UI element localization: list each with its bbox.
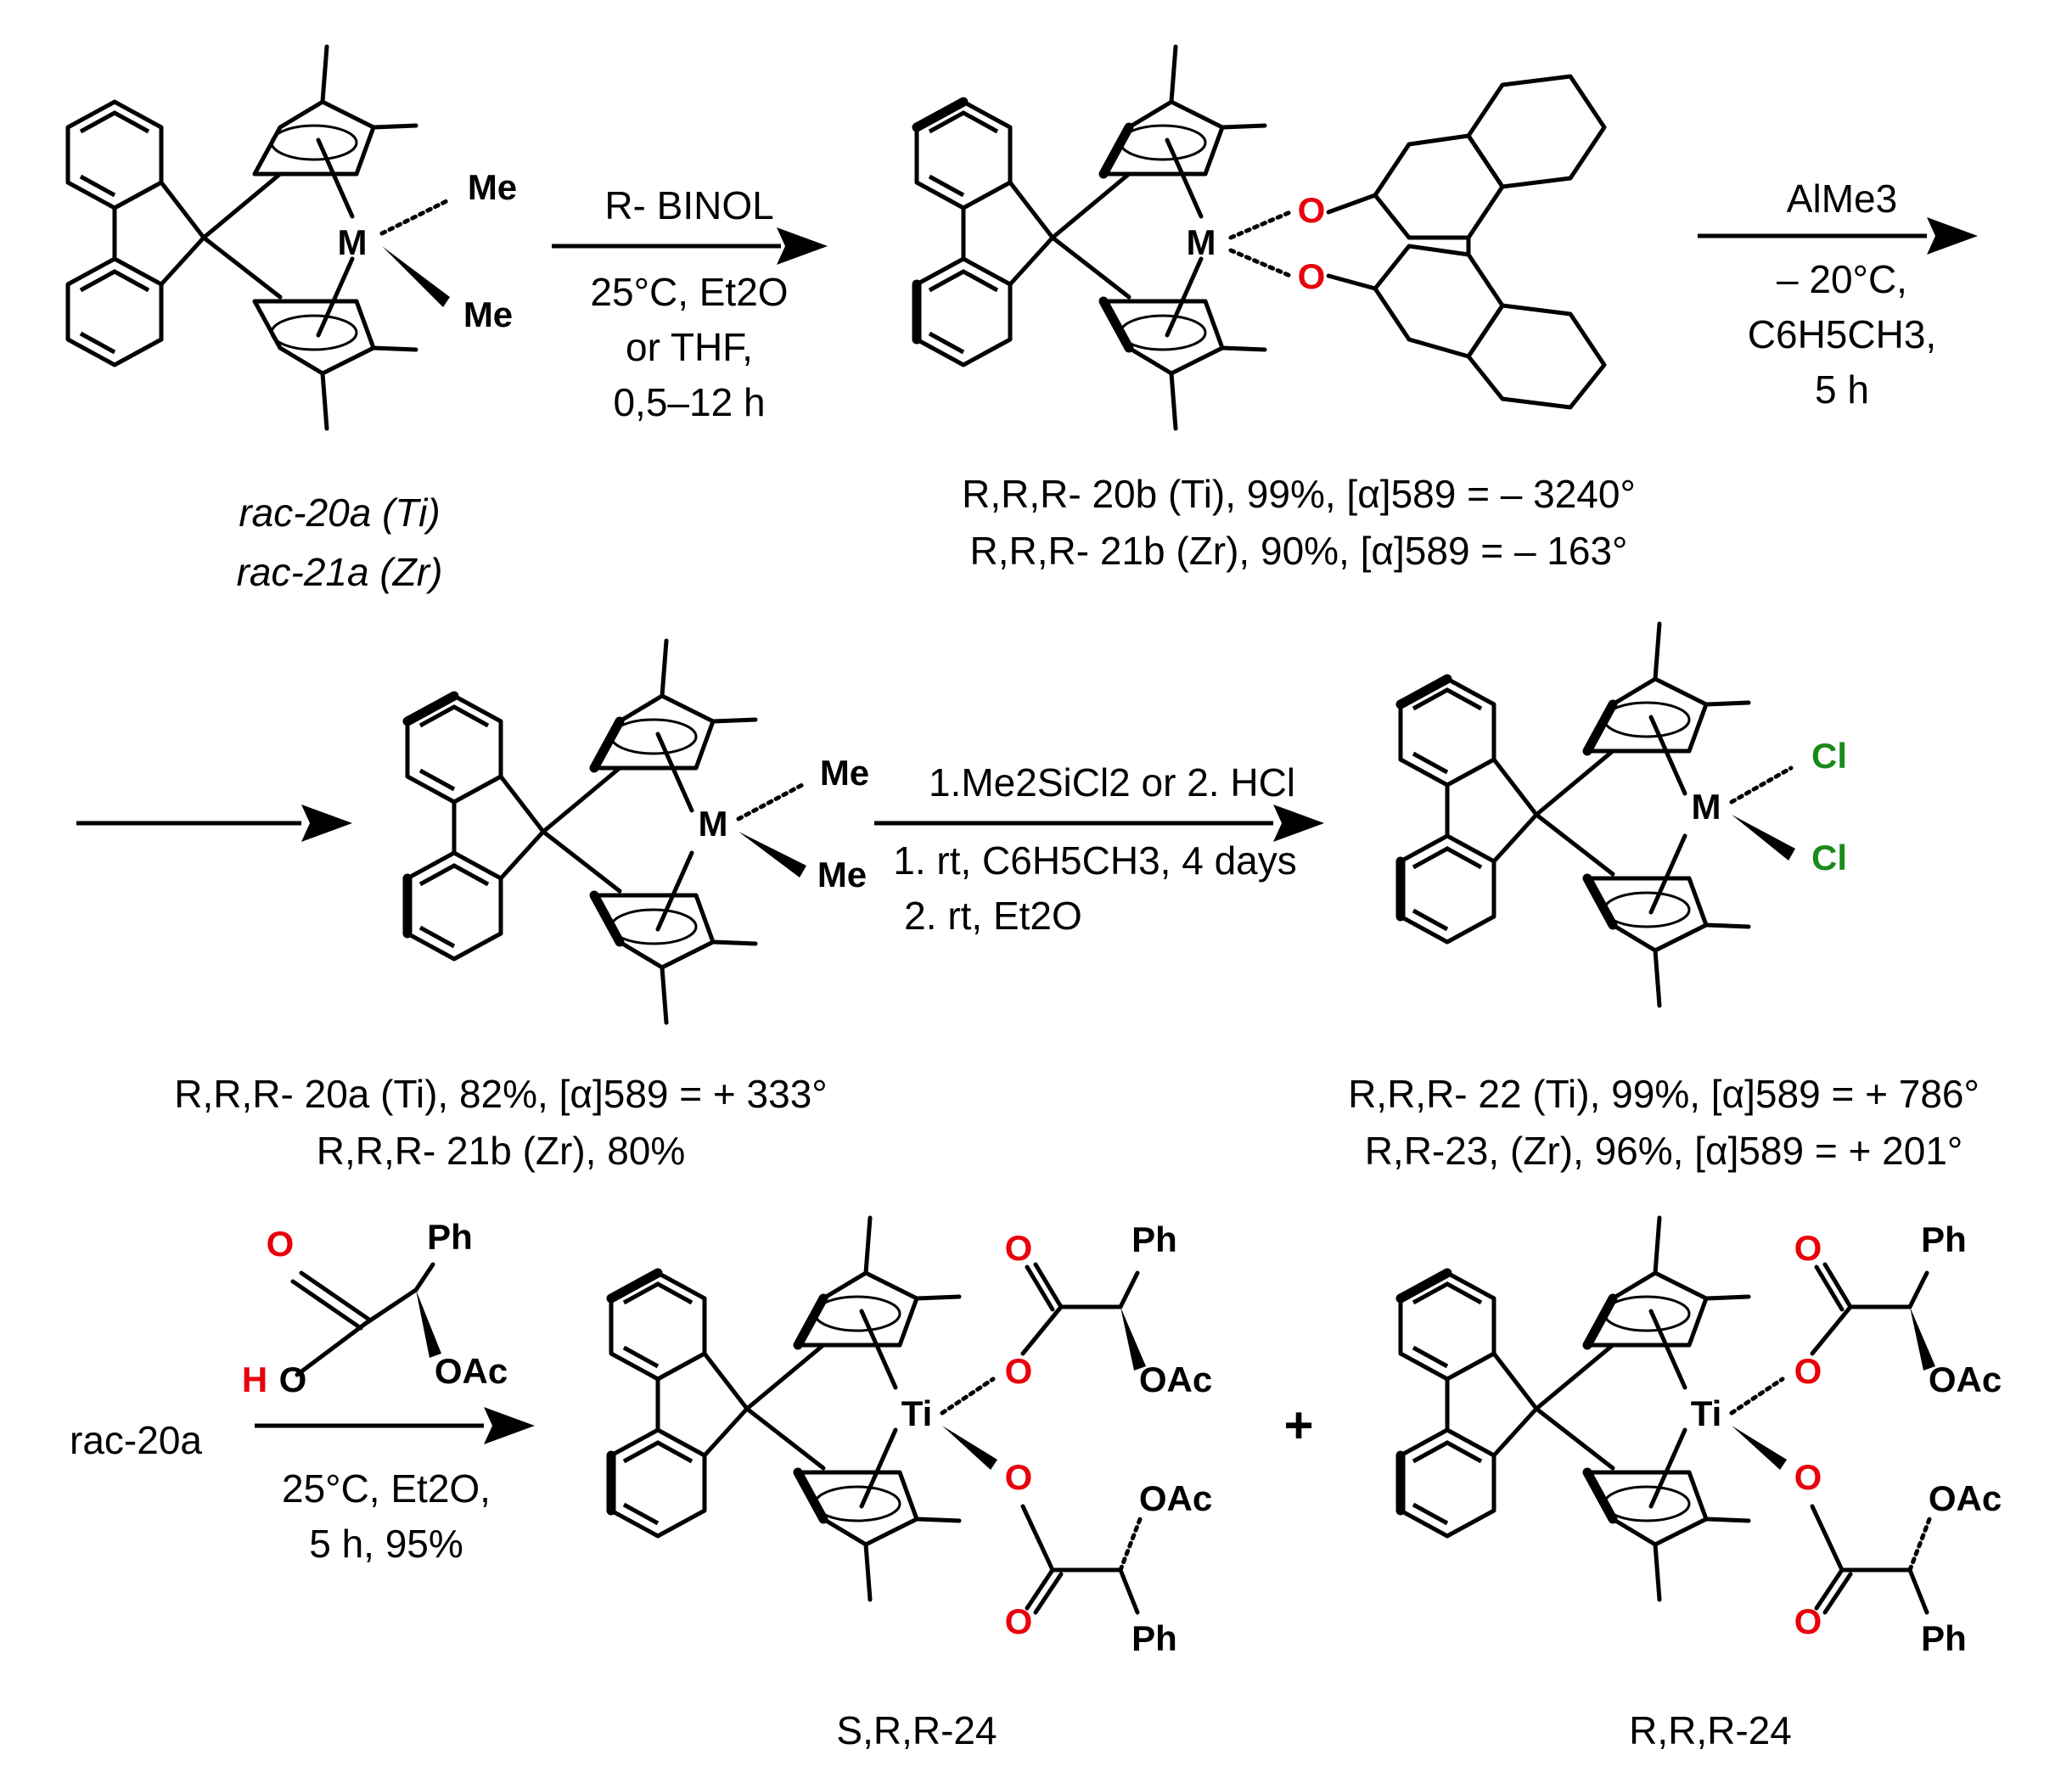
product-S-R-R-24-label: S,R,R-24 (836, 1708, 997, 1752)
chlorine-bottom: Cl (1811, 838, 1847, 877)
reactant-rac-20a: rac-20a (70, 1418, 202, 1462)
step1-reagent: R- BINOL (604, 183, 773, 227)
carbonyl-oxygen-bottom: O (1005, 1601, 1033, 1641)
methyl-bottom: Me (463, 294, 513, 334)
hashed-bond (940, 1376, 996, 1416)
step3-reagents: 1.Me2SiCl2 or 2. HCl (929, 760, 1295, 805)
ester-oxygen-top: O (1794, 1351, 1822, 1391)
methyl-bottom: Me (817, 855, 867, 894)
carbonyl-oxygen-top: O (1794, 1228, 1822, 1268)
wedge-bond (1120, 1307, 1146, 1371)
reaction-arrow-3 (874, 805, 1324, 842)
acid-carbonyl-oxygen: O (267, 1224, 295, 1264)
acid-hydroxyl-h: H (242, 1360, 267, 1399)
product-23-label: R,R-23, (Zr), 96%, [α]589 = + 201° (1365, 1129, 1963, 1173)
product-R-R-R-24-label: R,R,R-24 (1629, 1708, 1792, 1752)
reaction-arrow-continuation (76, 805, 352, 842)
ester-oxygen-bottom: O (1005, 1457, 1033, 1497)
phenyl-top: Ph (1921, 1219, 1967, 1259)
step4-temp-solvent: 25°C, Et2O, (282, 1466, 491, 1511)
phenyl-top: Ph (1131, 1219, 1177, 1259)
acetoxy-top: OAc (1929, 1360, 2002, 1399)
hashed-bond (379, 197, 452, 236)
acid-acetoxy: OAc (435, 1351, 508, 1391)
ester-oxygen-bottom: O (1794, 1457, 1822, 1497)
compound-S-R-R-24: Ti O O O Ph OAc O Ph OAc (611, 1218, 1212, 1658)
ester-oxygen-top: O (1005, 1351, 1033, 1391)
product-20a-label: R,R,R- 20a (Ti), 82%, [α]589 = + 333° (174, 1072, 827, 1116)
methyl-top: Me (820, 753, 869, 793)
step1-time: 0,5–12 h (613, 380, 765, 424)
product-22-label: R,R,R- 22 (Ti), 99%, [α]589 = + 786° (1348, 1072, 1979, 1116)
metal-atom: M (699, 804, 728, 844)
step2-reagent: AlMe3 (1787, 177, 1897, 221)
step1-solvent-alt: or THF, (626, 325, 753, 369)
compound-rac-20a: M Me Me (68, 47, 517, 429)
hashed-bond (1729, 765, 1794, 805)
titanium-atom: Ti (1691, 1393, 1722, 1433)
acid-hydroxyl-o: O (279, 1360, 307, 1399)
wedge-bond (416, 1290, 441, 1358)
reaction-arrow-2 (1698, 217, 1978, 255)
binol-oxygen-bottom: O (1298, 256, 1326, 296)
wedge-bond (1732, 815, 1795, 861)
step4-time-yield: 5 h, 95% (309, 1522, 463, 1566)
reaction-arrow-4 (255, 1407, 535, 1444)
metal-atom: M (338, 222, 368, 262)
metal-atom: M (1692, 787, 1721, 827)
plus-sign: + (1283, 1397, 1313, 1454)
metal-atom: M (1187, 222, 1216, 262)
hashed-bond (1118, 1512, 1144, 1573)
hashed-bond (1228, 248, 1293, 278)
compound-20b: M O O (917, 47, 1607, 429)
hashed-bond (1729, 1376, 1785, 1416)
titanium-atom: Ti (901, 1393, 933, 1433)
compound-20a-chiral: M Me Me (407, 641, 869, 1023)
product-20b-label: R,R,R- 20b (Ti), 99%, [α]589 = – 3240° (962, 472, 1636, 516)
acid-phenyl: Ph (427, 1217, 473, 1257)
step2-solvent: C6H5CH3, (1748, 312, 1936, 356)
compound-R-R-R-24: Ti O O O Ph OAc O Ph OAc (1401, 1218, 2002, 1658)
chlorine-top: Cl (1811, 736, 1847, 776)
acetoxy-top: OAc (1139, 1360, 1212, 1399)
wedge-bond (382, 246, 450, 307)
start-label-zr: rac-21a (Zr) (237, 550, 443, 594)
binol-oxygen-top: O (1298, 190, 1326, 230)
wedge-bond (942, 1426, 997, 1470)
methyl-top: Me (468, 167, 517, 207)
hashed-bond (1228, 210, 1293, 240)
step2-time: 5 h (1815, 367, 1869, 412)
phenyl-bottom: Ph (1131, 1618, 1177, 1658)
hashed-bond (736, 782, 805, 821)
hashed-bond (1907, 1512, 1934, 1573)
compound-22-dichloride: M Cl Cl (1401, 624, 1847, 1006)
step2-temp: – 20°C, (1777, 257, 1907, 301)
carbonyl-oxygen-bottom: O (1794, 1601, 1822, 1641)
start-label-ti: rac-20a (Ti) (239, 491, 440, 535)
product-21b-label-row2: R,R,R- 21b (Zr), 80% (317, 1129, 686, 1173)
reaction-arrow-1 (552, 227, 828, 265)
reagent-acetylmandelic-acid: O H O Ph OAc (242, 1217, 508, 1399)
acetoxy-bottom: OAc (1139, 1478, 1212, 1518)
phenyl-bottom: Ph (1921, 1618, 1967, 1658)
wedge-bond (738, 832, 806, 877)
wedge-bond (1910, 1307, 1935, 1371)
acetoxy-bottom: OAc (1929, 1478, 2002, 1518)
wedge-bond (1732, 1426, 1787, 1470)
step3-condition-2: 2. rt, Et2O (904, 894, 1082, 938)
product-21b-label: R,R,R- 21b (Zr), 90%, [α]589 = – 163° (970, 529, 1628, 573)
step3-condition-1: 1. rt, C6H5CH3, 4 days (893, 838, 1297, 883)
step1-temp-solvent: 25°C, Et2O (590, 270, 788, 314)
carbonyl-oxygen-top: O (1005, 1228, 1033, 1268)
